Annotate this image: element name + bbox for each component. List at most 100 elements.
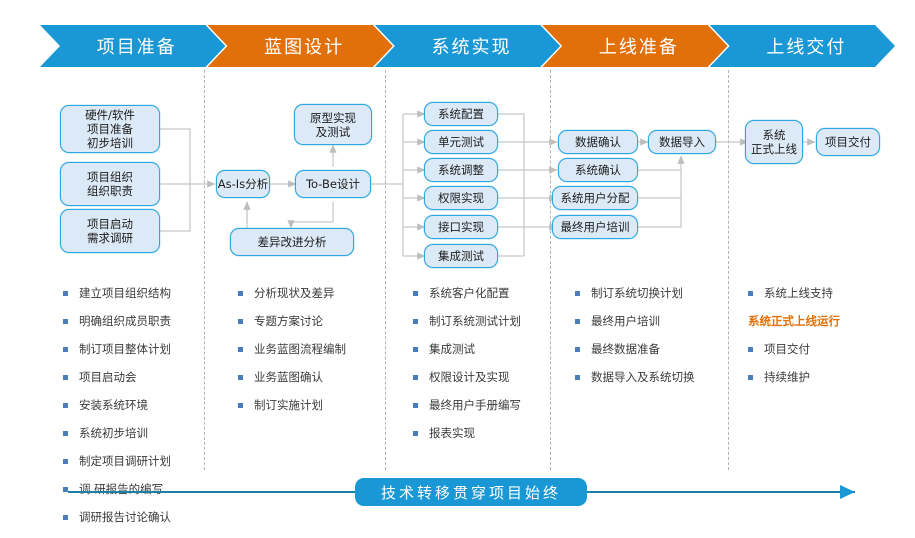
chevron-shape bbox=[710, 25, 895, 67]
line2: 需求调研 bbox=[87, 231, 133, 245]
bullet-marker-icon bbox=[63, 403, 68, 408]
phase-chevron-5[interactable]: 上线交付 bbox=[710, 25, 895, 67]
phase-chevron-3[interactable]: 系统实现 bbox=[375, 25, 560, 67]
bullet-marker-icon bbox=[575, 375, 580, 380]
bullet-text: 系统正式上线运行 bbox=[748, 314, 840, 328]
bullet-text: 项目交付 bbox=[764, 342, 810, 356]
bullet-text: 最终用户培训 bbox=[591, 314, 660, 328]
bullet-marker-icon bbox=[413, 291, 418, 296]
box-project-kickoff[interactable]: 项目启动 需求调研 bbox=[60, 209, 160, 253]
bullet-item: 制订实施计划 bbox=[238, 398, 413, 413]
bullet-marker-icon bbox=[238, 375, 243, 380]
line1: 单元测试 bbox=[438, 135, 484, 149]
line1: 项目启动 bbox=[87, 217, 133, 231]
line2: 正式上线 bbox=[751, 142, 797, 156]
line1: 系统 bbox=[762, 128, 786, 142]
bullet-text: 项目启动会 bbox=[79, 370, 137, 384]
bullet-item: 数据导入及系统切换 bbox=[575, 370, 750, 385]
line2: 及测试 bbox=[315, 124, 351, 139]
bullet-text: 持续维护 bbox=[764, 370, 810, 384]
bullet-text: 系统初步培训 bbox=[79, 426, 148, 440]
box-unit-test[interactable]: 单元测试 bbox=[424, 130, 498, 154]
bullet-marker-icon bbox=[748, 291, 753, 296]
bullet-marker-icon bbox=[63, 515, 68, 520]
phase-label: 蓝图设计 bbox=[264, 37, 345, 58]
bullet-text: 权限设计及实现 bbox=[429, 370, 510, 384]
box-to-be-design[interactable]: To-Be设计 bbox=[295, 170, 371, 198]
box-gap-improvement-analysis[interactable]: 差异改进分析 bbox=[230, 228, 354, 256]
box-project-delivery[interactable]: 项目交付 bbox=[816, 128, 880, 156]
line1: 最终用户培训 bbox=[560, 220, 630, 234]
bullet-item: 建立项目组织结构 bbox=[63, 286, 238, 301]
column-divider-1 bbox=[204, 70, 205, 470]
box-permission-implementation[interactable]: 权限实现 bbox=[424, 186, 498, 210]
bullet-list-column-4: 制订系统切换计划最终用户培训最终数据准备数据导入及系统切换 bbox=[575, 286, 750, 398]
box-system-confirmation[interactable]: 系统确认 bbox=[558, 158, 638, 182]
bullet-item: 最终用户手册编写 bbox=[413, 398, 588, 413]
box-end-user-training[interactable]: 最终用户培训 bbox=[552, 215, 638, 239]
bullet-text: 建立项目组织结构 bbox=[79, 286, 171, 300]
bullet-item: 系统初步培训 bbox=[63, 426, 238, 441]
bullet-item: 明确组织成员职责 bbox=[63, 314, 238, 329]
line1: 权限实现 bbox=[438, 191, 484, 205]
bullet-marker-icon bbox=[63, 291, 68, 296]
footer-banner: 技术转移贯穿项目始终 bbox=[355, 478, 587, 506]
line1: 数据导入 bbox=[659, 135, 705, 149]
phase-chevron-1[interactable]: 项目准备 bbox=[40, 25, 225, 67]
box-system-user-assignment[interactable]: 系统用户分配 bbox=[552, 186, 638, 210]
bullet-marker-icon bbox=[238, 403, 243, 408]
box-project-organization[interactable]: 项目组织 组织职责 bbox=[60, 162, 160, 206]
bullet-list-column-1: 建立项目组织结构明确组织成员职责制订项目整体计划项目启动会安装系统环境系统初步培… bbox=[63, 286, 238, 538]
line1: 系统确认 bbox=[575, 163, 621, 177]
bullet-list-column-5: 系统上线支持系统正式上线运行项目交付持续维护 bbox=[748, 286, 915, 398]
bullet-marker-icon bbox=[413, 431, 418, 436]
box-system-configuration[interactable]: 系统配置 bbox=[424, 102, 498, 126]
line2: 项目准备 bbox=[87, 122, 133, 136]
box-system-adjustment[interactable]: 系统调整 bbox=[424, 158, 498, 182]
box-system-golive[interactable]: 系统 正式上线 bbox=[745, 120, 803, 164]
bullet-text: 制订系统测试计划 bbox=[429, 314, 521, 328]
bullet-marker-icon bbox=[238, 291, 243, 296]
bullet-marker-icon bbox=[238, 347, 243, 352]
bullet-item: 项目交付 bbox=[748, 342, 915, 357]
bullet-marker-icon bbox=[413, 403, 418, 408]
line1: 差异改进分析 bbox=[257, 235, 327, 249]
bullet-text: 调 研报告的编写 bbox=[79, 482, 164, 496]
bullet-marker-icon bbox=[63, 459, 68, 464]
bullet-text: 调研报告讨论确认 bbox=[79, 510, 171, 524]
bullet-text: 系统客户化配置 bbox=[429, 286, 510, 300]
box-interface-implementation[interactable]: 接口实现 bbox=[424, 215, 498, 239]
bullet-text: 制定项目调研计划 bbox=[79, 454, 171, 468]
box-hardware-software-prep[interactable] bbox=[60, 105, 160, 153]
box-data-import[interactable]: 数据导入 bbox=[648, 130, 716, 154]
box-data-confirmation[interactable]: 数据确认 bbox=[558, 130, 638, 154]
line1: 原型实现 bbox=[310, 110, 356, 125]
bullet-text: 分析现状及差异 bbox=[254, 286, 335, 300]
phase-label: 上线交付 bbox=[766, 37, 847, 58]
box-as-is-analysis[interactable]: As-Is分析 bbox=[216, 170, 270, 198]
phase-label: 上线准备 bbox=[598, 37, 679, 58]
bullet-item: 业务蓝图流程编制 bbox=[238, 342, 413, 357]
box-prototype-test[interactable]: 原型实现 及测试 bbox=[294, 104, 372, 145]
bullet-item: 业务蓝图确认 bbox=[238, 370, 413, 385]
phase-chevron-4[interactable]: 上线准备 bbox=[542, 25, 727, 67]
bullet-item: 最终数据准备 bbox=[575, 342, 750, 357]
bullet-marker-icon bbox=[748, 347, 753, 352]
bullet-item: 制订系统测试计划 bbox=[413, 314, 588, 329]
bullet-item: 集成测试 bbox=[413, 342, 588, 357]
line1: 接口实现 bbox=[438, 220, 484, 234]
bullet-marker-icon bbox=[748, 375, 753, 380]
bullet-marker-icon bbox=[238, 319, 243, 324]
bullet-marker-icon bbox=[575, 291, 580, 296]
line1: 硬件/软件 bbox=[85, 108, 135, 122]
phase-label: 系统实现 bbox=[431, 37, 512, 58]
bullet-item: 持续维护 bbox=[748, 370, 915, 385]
bullet-marker-icon bbox=[63, 347, 68, 352]
bullet-text: 业务蓝图流程编制 bbox=[254, 342, 346, 356]
column-divider-3 bbox=[550, 70, 551, 470]
phase-chevron-2[interactable]: 蓝图设计 bbox=[207, 25, 392, 67]
bullet-marker-icon bbox=[575, 319, 580, 324]
bullet-text: 数据导入及系统切换 bbox=[591, 370, 695, 384]
box-integration-test[interactable]: 集成测试 bbox=[424, 244, 498, 268]
transfer-arrow-icon bbox=[840, 485, 855, 499]
